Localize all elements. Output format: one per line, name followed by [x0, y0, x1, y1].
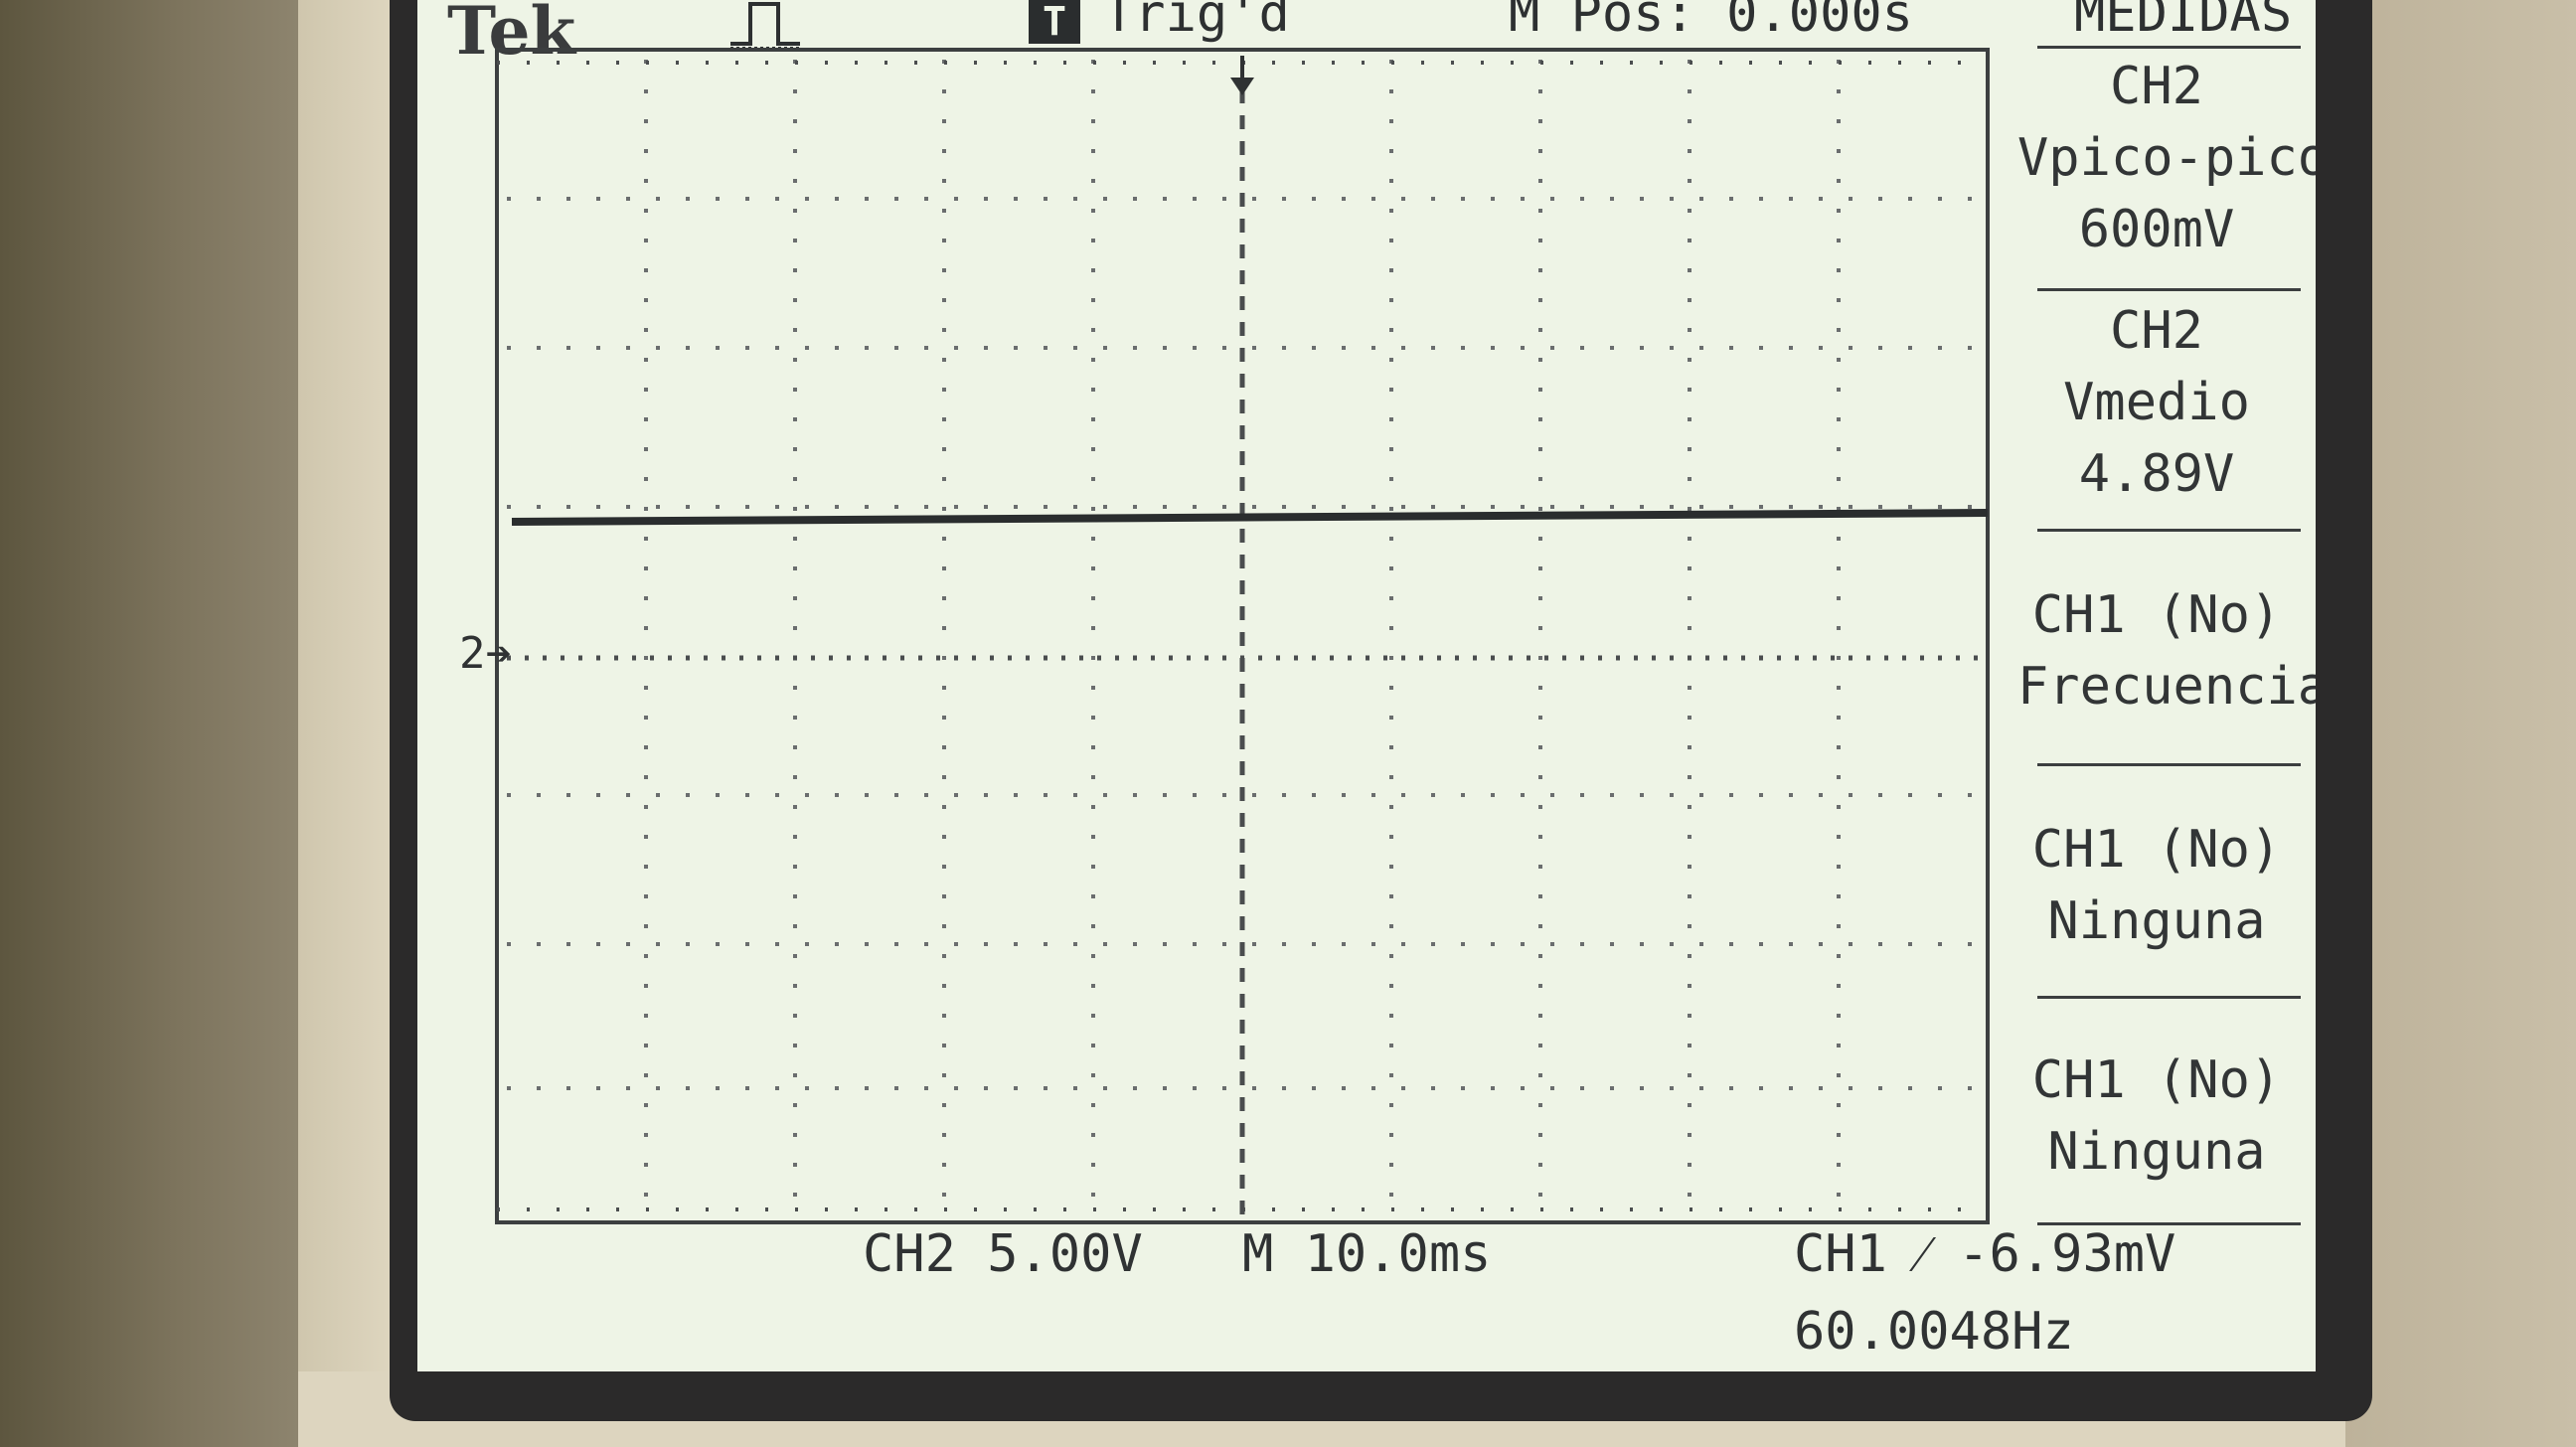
trigger-level: CH1 ⁄ -6.93mV	[1794, 1224, 2176, 1284]
menu-divider	[2037, 46, 2301, 49]
ch2-volts-per-div: CH2 5.00V	[863, 1224, 1143, 1284]
menu-divider	[2037, 1222, 2301, 1225]
horizontal-position: M Pos: 0.000s	[1509, 0, 1913, 44]
trigger-status: Trig'd	[1103, 0, 1290, 44]
measure-5-source[interactable]: CH1 (No)	[2031, 1050, 2282, 1110]
measure-2-value: 4.89V	[2078, 444, 2235, 504]
menu-title: MEDIDAS	[2074, 0, 2293, 44]
measure-2-source[interactable]: CH2	[2110, 301, 2203, 361]
measure-1-type[interactable]: Vpico-pico	[2017, 128, 2316, 188]
measure-4-type[interactable]: Ninguna	[2047, 891, 2266, 951]
graticule	[495, 48, 1990, 1224]
brand-logo: Tek	[447, 0, 576, 70]
horizontal-grid-lines	[507, 197, 1978, 1090]
measure-3-type[interactable]: Frecuencia	[2017, 657, 2316, 717]
measure-3-source[interactable]: CH1 (No)	[2031, 585, 2282, 645]
pulse-waveform-icon	[730, 2, 800, 49]
trigger-frequency: 60.0048Hz	[1794, 1302, 2074, 1362]
measure-1-value: 600mV	[2078, 200, 2235, 259]
measure-4-source[interactable]: CH1 (No)	[2031, 820, 2282, 880]
timebase: M 10.0ms	[1242, 1224, 1492, 1284]
oscilloscope-screen: Tek T Trig'd M Pos: 0.000s MEDIDAS	[417, 0, 2316, 1371]
background-wall-right	[2342, 0, 2576, 1447]
measure-5-type[interactable]: Ninguna	[2047, 1122, 2266, 1182]
trigger-position-arrow-icon	[1230, 78, 1254, 95]
measure-1-source[interactable]: CH2	[2110, 57, 2203, 116]
ch2-trace	[511, 509, 1989, 526]
menu-divider	[2037, 529, 2301, 532]
menu-divider	[2037, 996, 2301, 999]
menu-divider	[2037, 288, 2301, 291]
menu-divider	[2037, 763, 2301, 766]
graticule-frame	[495, 48, 1990, 1224]
background-wall-left	[0, 0, 298, 1447]
trigger-badge: T	[1029, 0, 1080, 44]
ch2-ground-marker: 2➔	[459, 628, 512, 679]
measure-2-type[interactable]: Vmedio	[2063, 373, 2250, 432]
